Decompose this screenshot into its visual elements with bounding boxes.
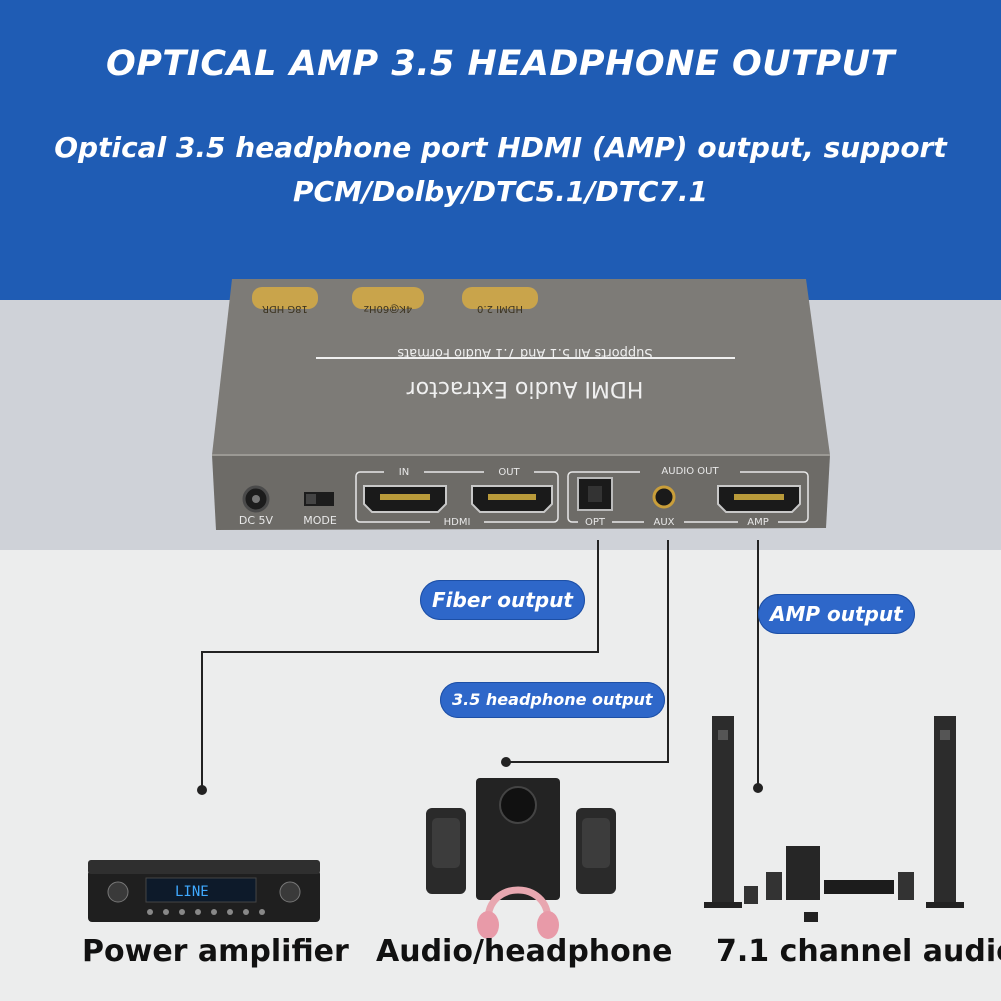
headphone-wire	[506, 540, 669, 763]
hdmi-audio-extractor: 18G HDR 4K@60Hz HDMI 2.0 Supports All 5.…	[212, 279, 830, 530]
mode-label: MODE	[303, 514, 337, 527]
header-banner	[0, 0, 1001, 300]
hdmi-label: HDMI	[444, 517, 471, 528]
badge-4k-text: 4K@60Hz	[364, 303, 412, 314]
page-title: OPTICAL AMP 3.5 HEADPHONE OUTPUT	[106, 44, 895, 84]
subtitle-line-1: Optical 3.5 headphone port HDMI (AMP) ou…	[54, 131, 947, 164]
page-subtitle: Optical 3.5 headphone port HDMI (AMP) ou…	[40, 126, 961, 214]
speakers-headphone-image	[426, 778, 616, 939]
aux-label: AUX	[653, 517, 674, 528]
amplifier-display: LINE	[175, 884, 209, 900]
caption-audio-headphone: Audio/headphone	[376, 934, 673, 969]
power-amplifier-image: LINE	[88, 860, 320, 922]
badge-4k	[352, 287, 424, 309]
headphone-output-label: 3.5 headphone output	[440, 682, 665, 718]
subtitle-line-2: PCM/Dolby/DTC5.1/DTC7.1	[293, 175, 708, 208]
audio-out-label: AUDIO OUT	[661, 466, 719, 477]
caption-power-amplifier: Power amplifier	[82, 934, 349, 969]
badge-group: 18G HDR 4K@60Hz HDMI 2.0	[252, 287, 538, 314]
badge-18g-text: 18G HDR	[262, 303, 308, 314]
hdmi-in-label: IN	[399, 467, 409, 478]
fiber-output-label: Fiber output	[420, 580, 585, 620]
aux-port	[652, 485, 676, 509]
opt-label: OPT	[585, 517, 606, 528]
badge-hdmi20-text: HDMI 2.0	[477, 303, 523, 314]
amp-output-label: AMP output	[758, 594, 915, 634]
device-top-face	[212, 279, 830, 455]
channel-system-image	[704, 716, 964, 922]
fiber-wire	[201, 540, 599, 790]
badge-hdmi20	[462, 287, 538, 309]
amp-label: AMP	[747, 517, 769, 528]
badge-18g	[252, 287, 318, 309]
dc-label: DC 5V	[239, 514, 274, 527]
hdmi-out-label: OUT	[498, 467, 520, 478]
device-tagline: Supports All 5.1 And 7.1 Audio Formats	[397, 345, 653, 360]
caption-channel-audio: 7.1 channel audio	[716, 934, 1001, 969]
device-name: HDMI Audio Extractor	[406, 376, 644, 401]
